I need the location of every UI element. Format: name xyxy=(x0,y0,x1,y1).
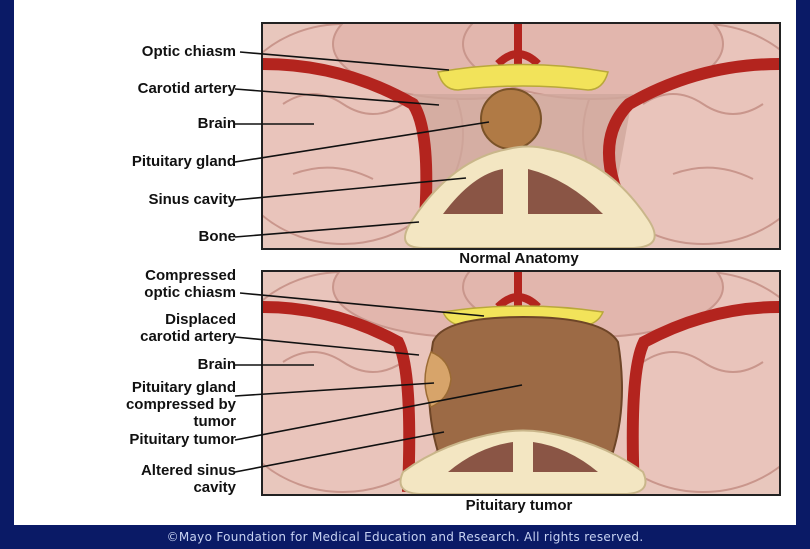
label-displaced-carotid-artery: Displaced carotid artery xyxy=(34,311,236,345)
diagram-canvas: Normal Anatomy Pituitary tumor xyxy=(14,0,796,525)
label-altered-sinus-cavity: Altered sinus cavity xyxy=(34,462,236,496)
label-sinus-cavity: Sinus cavity xyxy=(34,191,236,208)
label-optic-chiasm: Optic chiasm xyxy=(34,43,236,60)
label-pituitary-gland: Pituitary gland xyxy=(34,153,236,170)
label-brain: Brain xyxy=(34,115,236,132)
label-bone: Bone xyxy=(34,228,236,245)
label-brain-tumor-panel: Brain xyxy=(34,356,236,373)
label-pituitary-tumor: Pituitary tumor xyxy=(34,431,236,448)
copyright-footer: ©Mayo Foundation for Medical Education a… xyxy=(0,525,810,549)
label-compressed-pituitary-gland: Pituitary gland compressed by tumor xyxy=(34,379,236,430)
label-compressed-optic-chiasm: Compressed optic chiasm xyxy=(34,267,236,301)
label-carotid-artery: Carotid artery xyxy=(34,80,236,97)
